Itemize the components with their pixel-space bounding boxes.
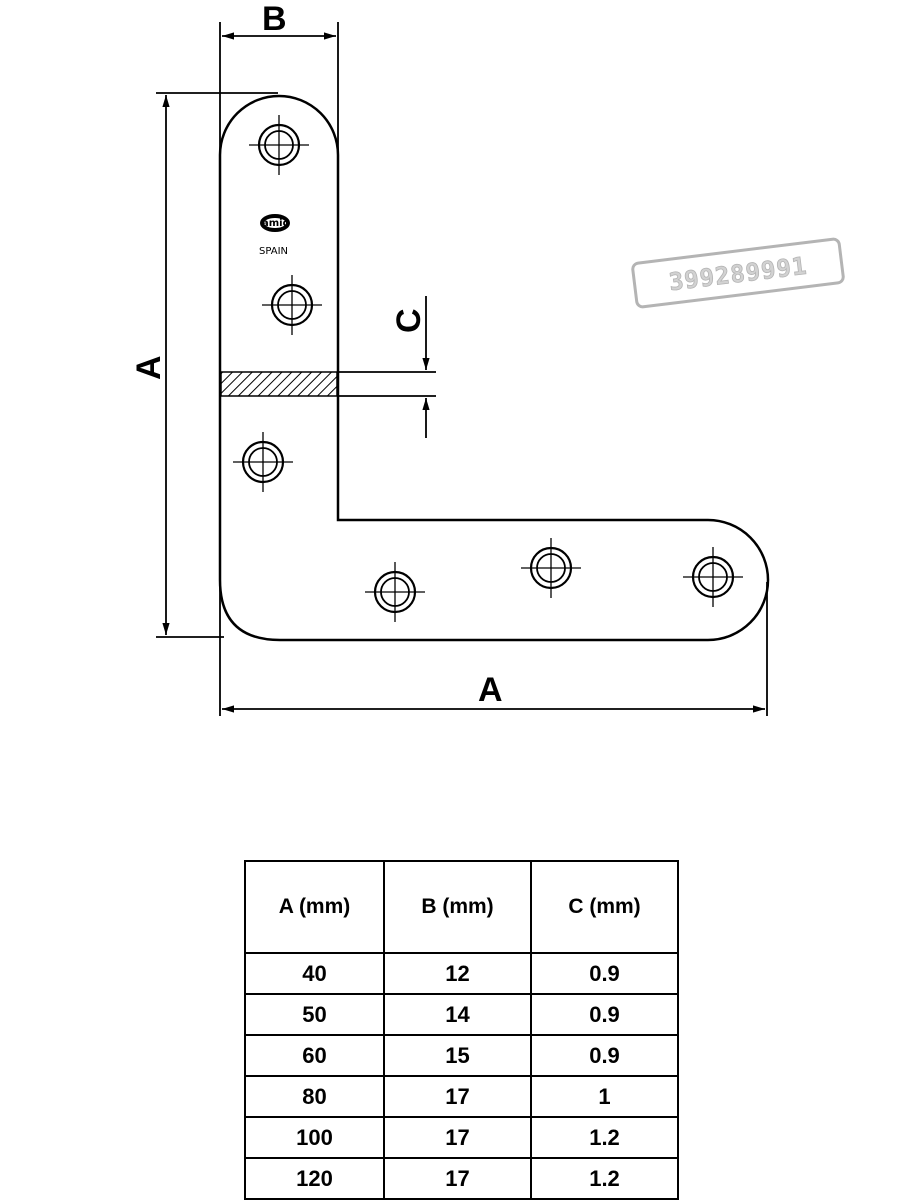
dimension-a-vertical-label: A — [130, 355, 168, 380]
dimension-b — [219, 22, 339, 155]
angle-bracket-drawing: amig SPAIN B A A C 399289991 — [130, 0, 845, 716]
cell-c: 1.2 — [530, 1158, 679, 1200]
column-header-b: B (mm) — [383, 860, 532, 954]
screw-hole — [249, 115, 309, 175]
cell-a: 80 — [244, 1076, 385, 1118]
maker-logo: amig — [260, 214, 290, 232]
table-row: 50 14 0.9 — [244, 994, 679, 1036]
dimension-c — [338, 296, 436, 438]
dimensions-table: A (mm) B (mm) C (mm) 40 12 0.9 50 14 0.9… — [244, 860, 679, 1200]
cell-a: 60 — [244, 1035, 385, 1077]
cell-b: 15 — [383, 1035, 532, 1077]
bracket-outline — [218, 94, 770, 642]
cell-b: 12 — [383, 953, 532, 995]
table-row: 60 15 0.9 — [244, 1035, 679, 1077]
svg-text:amig: amig — [262, 218, 290, 229]
dimension-c-label: C — [390, 308, 428, 333]
table-row: 80 17 1 — [244, 1076, 679, 1118]
cell-b: 17 — [383, 1117, 532, 1159]
cell-c: 0.9 — [530, 1035, 679, 1077]
cell-c: 1.2 — [530, 1117, 679, 1159]
cell-c: 0.9 — [530, 994, 679, 1036]
screw-hole — [365, 562, 425, 622]
dimension-a-vertical — [156, 92, 278, 638]
cell-a: 50 — [244, 994, 385, 1036]
watermark-stamp: 399289991 — [631, 237, 845, 309]
table-row: 40 12 0.9 — [244, 953, 679, 995]
screw-hole — [262, 275, 322, 335]
dimension-b-label: B — [262, 0, 287, 38]
screw-hole — [521, 538, 581, 598]
cell-c: 0.9 — [530, 953, 679, 995]
table-row: 100 17 1.2 — [244, 1117, 679, 1159]
table-header-row: A (mm) B (mm) C (mm) — [244, 860, 679, 954]
dimension-a-horizontal-label: A — [478, 671, 503, 709]
column-header-a: A (mm) — [244, 860, 385, 954]
table-row: 120 17 1.2 — [244, 1158, 679, 1200]
screw-hole — [233, 432, 293, 492]
screw-hole — [683, 547, 743, 607]
maker-mark-text: SPAIN — [259, 246, 288, 257]
cell-b: 14 — [383, 994, 532, 1036]
cell-a: 120 — [244, 1158, 385, 1200]
dimension-a-horizontal — [219, 580, 768, 716]
cell-a: 100 — [244, 1117, 385, 1159]
cell-b: 17 — [383, 1076, 532, 1118]
cell-b: 17 — [383, 1158, 532, 1200]
cell-a: 40 — [244, 953, 385, 995]
thickness-section-hatch — [220, 371, 338, 397]
column-header-c: C (mm) — [530, 860, 679, 954]
cell-c: 1 — [530, 1076, 679, 1118]
